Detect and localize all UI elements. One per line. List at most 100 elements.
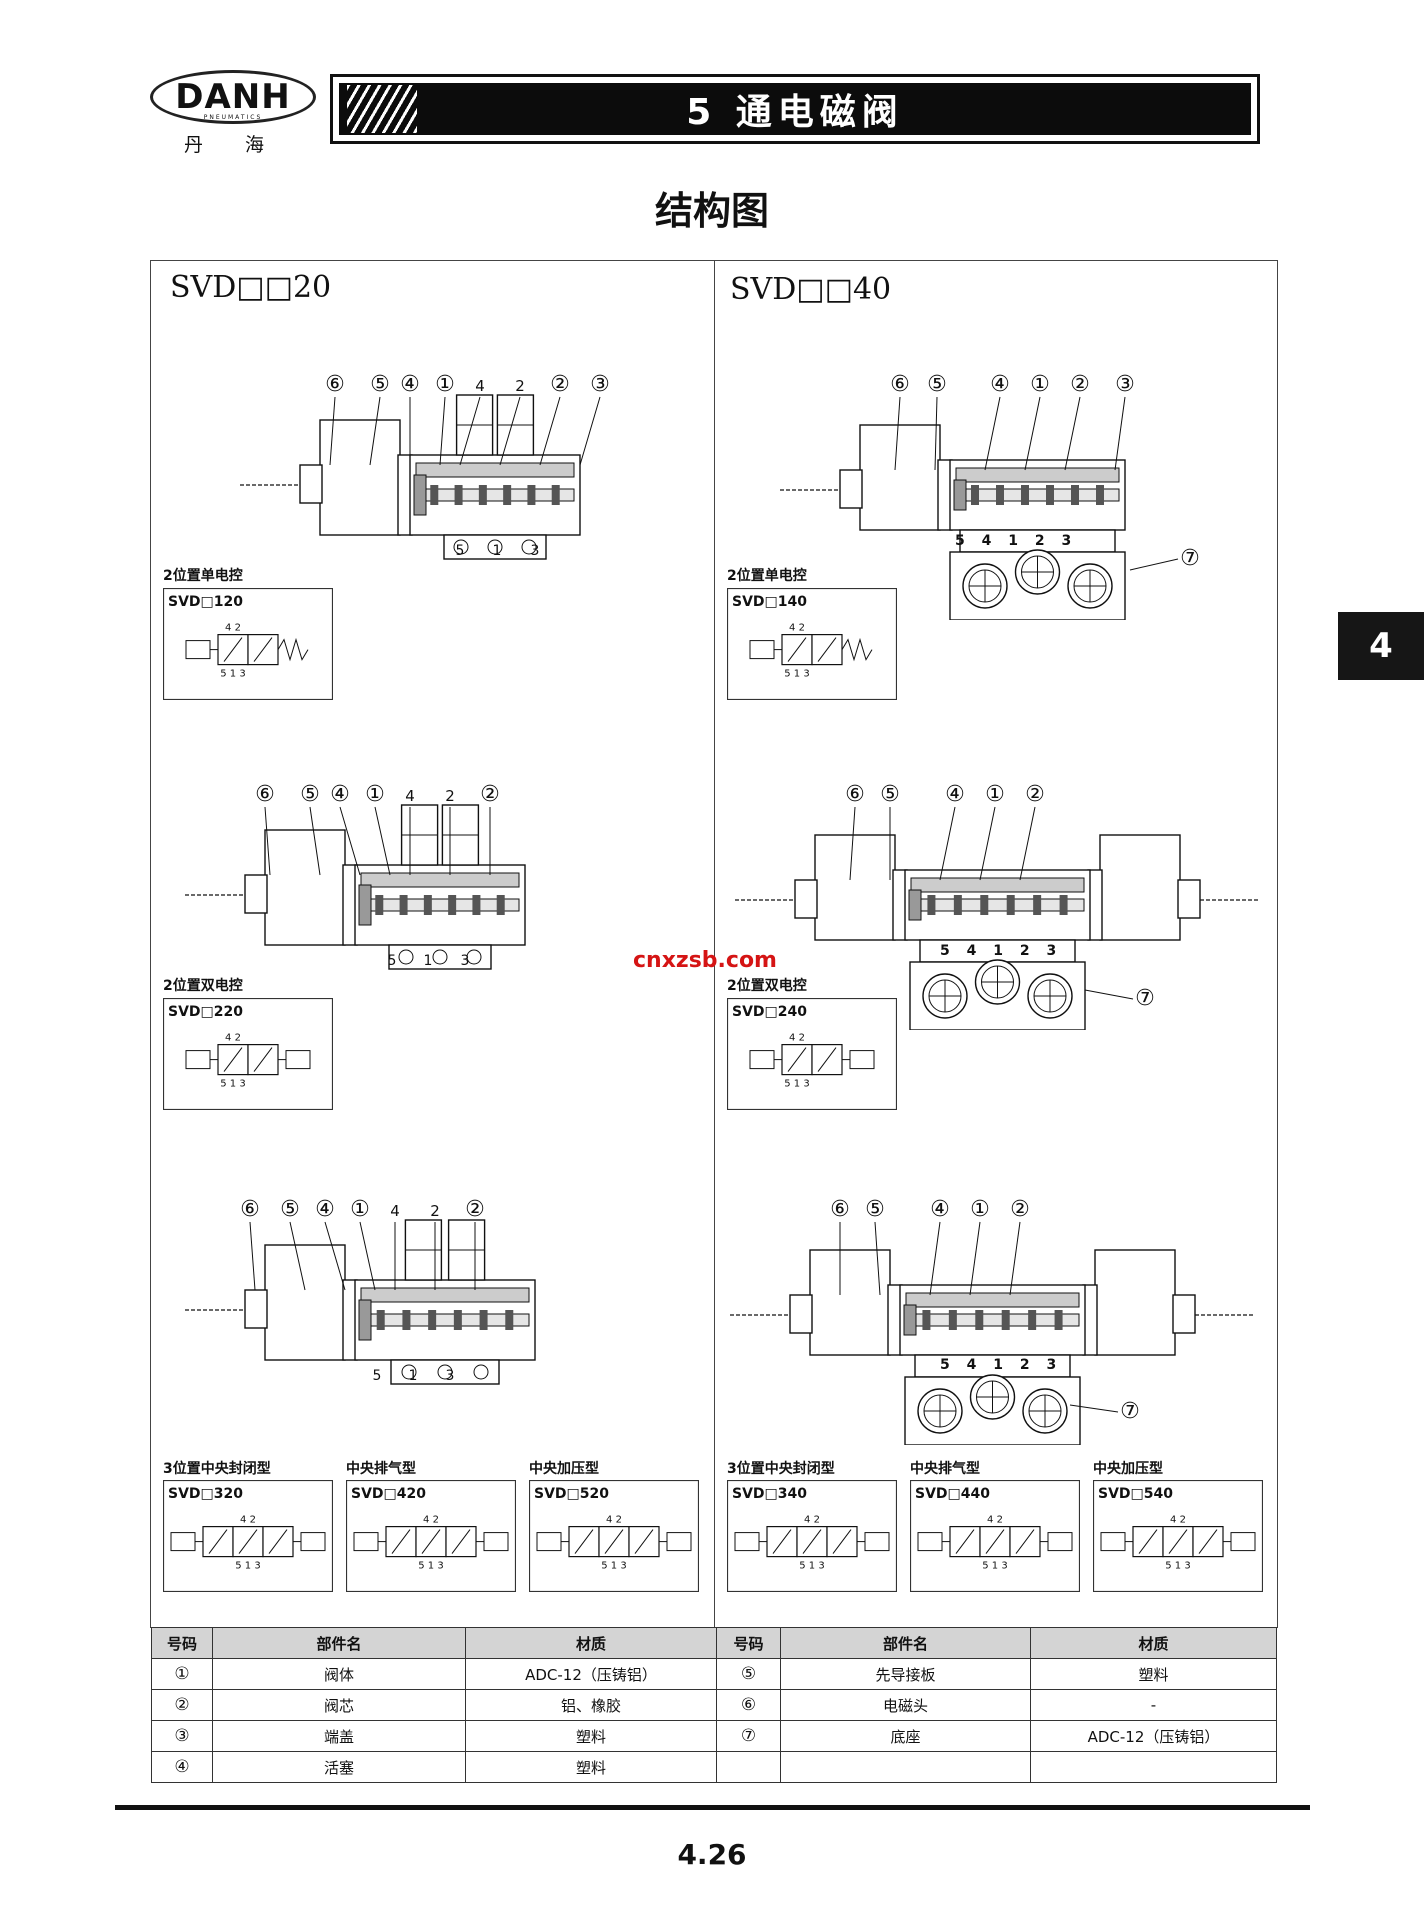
- spool: [360, 898, 520, 912]
- callout-label: ⑤: [865, 1197, 885, 1222]
- part-number: ①: [151, 1658, 213, 1690]
- callout-label: 4: [475, 377, 485, 395]
- callout-label: ③: [1115, 372, 1135, 397]
- solenoid-head: [809, 1249, 891, 1356]
- symbol-port-top: 4 2: [225, 1033, 241, 1044]
- part-material: 铝、橡胶: [465, 1689, 717, 1721]
- left-double-mode-label: 2位置双电控: [163, 978, 243, 994]
- page-heading: 结构图: [654, 189, 769, 233]
- symbol-port-bottom: 5 1 3: [982, 1561, 1007, 1572]
- callout-label: ⑥: [255, 782, 275, 807]
- chapter-tab: 4: [1338, 612, 1424, 680]
- callout-label: ④: [330, 782, 350, 807]
- callout-label: ⑥: [830, 1197, 850, 1222]
- symbol-code: SVD□440: [915, 1486, 990, 1502]
- callout-label: ⑦: [1120, 1399, 1140, 1424]
- symbol-port-top: 4 2: [606, 1515, 622, 1526]
- callout-label: ⑤: [927, 372, 947, 397]
- symbol-port-bottom: 5 1 3: [784, 1079, 809, 1090]
- part-material: ADC-12（压铸铝）: [1030, 1720, 1277, 1752]
- piston: [908, 889, 922, 921]
- callout-label: ②: [480, 782, 500, 807]
- port-label: 3: [461, 953, 470, 969]
- port-label: 1: [424, 953, 433, 969]
- solenoid-symbol: [1100, 1532, 1126, 1552]
- part-material: 塑料: [465, 1720, 717, 1752]
- callout-label: ④: [930, 1197, 950, 1222]
- callout-label: ①: [435, 372, 455, 397]
- symbol-right-center-exhaust: SVD□440 4 2 5 1 3: [910, 1480, 1080, 1592]
- callout-label: 4: [405, 787, 415, 805]
- callout-label: ④: [400, 372, 420, 397]
- part-material: ADC-12（压铸铝）: [465, 1658, 717, 1690]
- callout-label: ①: [1030, 372, 1050, 397]
- spool: [360, 1313, 530, 1327]
- part-number: ③: [151, 1720, 213, 1752]
- callout-label: ⑥: [325, 372, 345, 397]
- logo-oval: DANH: [150, 70, 316, 124]
- table-row: ① 阀体 ADC-12（压铸铝） ⑤ 先导接板 塑料: [151, 1658, 1277, 1690]
- logo-brand: DANH: [175, 77, 291, 117]
- symbol-port-bottom: 5 1 3: [418, 1561, 443, 1572]
- piston: [413, 474, 427, 516]
- part-number: ⑤: [716, 1658, 781, 1690]
- piston: [358, 884, 372, 926]
- symbol-port-top: 4 2: [423, 1515, 439, 1526]
- col-material-header: 材质: [465, 1627, 717, 1659]
- solenoid-symbol: [353, 1532, 379, 1552]
- parts-table: 号码 部件名 材质 号码 部件名 材质 ① 阀体 ADC-12（压铸铝） ⑤ 先…: [151, 1627, 1277, 1783]
- port-label: 5: [388, 953, 397, 969]
- part-name: 端盖: [212, 1720, 466, 1752]
- piston: [953, 479, 967, 511]
- callout-label: ②: [550, 372, 570, 397]
- solenoid-symbol: [749, 1050, 775, 1070]
- callout-label: ⑦: [1180, 546, 1200, 571]
- part-name: 活塞: [212, 1751, 466, 1783]
- part-material: [1030, 1751, 1277, 1783]
- left-model-title: SVD□□20: [170, 270, 332, 305]
- symbol-port-bottom: 5 1 3: [1165, 1561, 1190, 1572]
- banner-stripes: [347, 85, 417, 133]
- callout-label: ②: [1010, 1197, 1030, 1222]
- part-number: ⑥: [716, 1689, 781, 1721]
- solenoid-symbol: [536, 1532, 562, 1552]
- right-center-pressure-label: 中央加压型: [1093, 1461, 1163, 1477]
- part-material: 塑料: [1030, 1658, 1277, 1690]
- solenoid-symbol: [1230, 1532, 1256, 1552]
- callout-label: ③: [590, 372, 610, 397]
- solenoid-symbol: [185, 1050, 211, 1070]
- port-label: 1: [409, 1368, 418, 1384]
- manifold-port-labels: 5 4 1 2 3: [940, 1357, 1063, 1373]
- callout-label: ④: [990, 372, 1010, 397]
- column-divider: [714, 260, 715, 1628]
- callout-label: ⑤: [370, 372, 390, 397]
- symbol-port-top: 4 2: [789, 623, 805, 634]
- watermark: cnxzsb.com: [633, 948, 777, 973]
- table-row: ③ 端盖 塑料 ⑦ 底座 ADC-12（压铸铝）: [151, 1720, 1277, 1752]
- symbol-code: SVD□340: [732, 1486, 807, 1502]
- table-row: ④ 活塞 塑料: [151, 1751, 1277, 1783]
- callout-label: ⑦: [1135, 986, 1155, 1011]
- callout-label: 4: [390, 1202, 400, 1220]
- right-center-exhaust-label: 中央排气型: [910, 1461, 980, 1477]
- footer-rule: [115, 1805, 1310, 1810]
- callout-label: ②: [1070, 372, 1090, 397]
- solenoid-head: [859, 424, 941, 531]
- table-row: ② 阀芯 铝、橡胶 ⑥ 电磁头 -: [151, 1689, 1277, 1721]
- symbol-code: SVD□520: [534, 1486, 609, 1502]
- symbol-port-top: 4 2: [987, 1515, 1003, 1526]
- symbol-port-bottom: 5 1 3: [601, 1561, 626, 1572]
- solenoid-symbol: [749, 640, 775, 660]
- symbol-square: [949, 1525, 981, 1558]
- port-label: 3: [531, 543, 540, 559]
- callout-label: 2: [430, 1202, 440, 1220]
